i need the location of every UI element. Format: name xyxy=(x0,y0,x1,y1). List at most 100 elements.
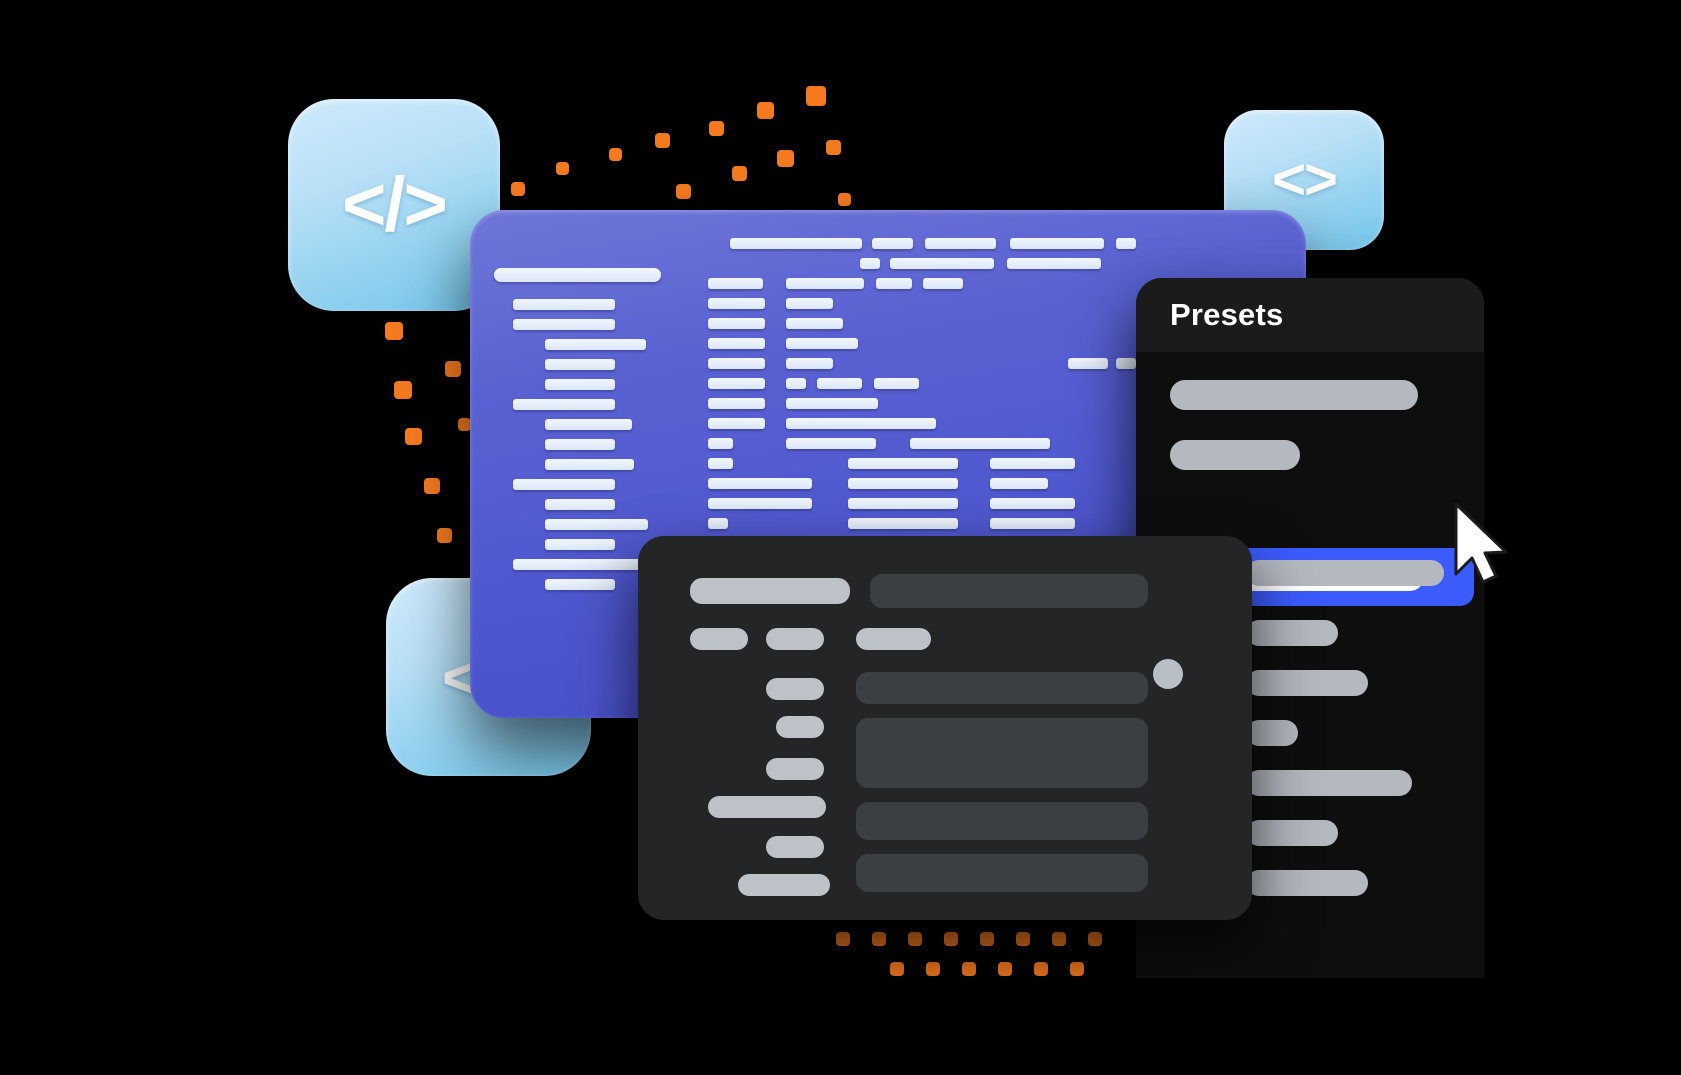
code-line xyxy=(817,378,862,389)
code-line xyxy=(708,398,765,409)
code-line xyxy=(708,378,765,389)
settings-input-field[interactable] xyxy=(856,718,1148,788)
orange-dot xyxy=(777,150,794,167)
orange-dot xyxy=(944,932,958,946)
settings-label xyxy=(708,796,826,818)
toggle-knob[interactable] xyxy=(1153,659,1183,689)
code-line xyxy=(708,278,763,289)
code-line xyxy=(786,418,936,429)
orange-dot xyxy=(655,133,670,148)
code-line xyxy=(848,478,958,489)
code-line xyxy=(513,399,615,410)
orange-dot xyxy=(980,932,994,946)
preset-item[interactable] xyxy=(1246,560,1444,586)
code-tag-tile-top-left: </> xyxy=(288,99,500,311)
mouse-pointer-icon xyxy=(1454,502,1508,584)
orange-dot xyxy=(709,121,724,136)
code-line xyxy=(910,438,1050,449)
code-line xyxy=(786,378,806,389)
code-line xyxy=(1068,358,1108,369)
settings-label xyxy=(766,758,824,780)
code-line xyxy=(848,458,958,469)
orange-dot xyxy=(732,166,747,181)
settings-label xyxy=(766,678,824,700)
preset-item[interactable] xyxy=(1170,440,1300,470)
code-line xyxy=(708,358,765,369)
code-line xyxy=(545,359,615,370)
code-line xyxy=(786,398,878,409)
code-line xyxy=(1116,238,1136,249)
preset-item[interactable] xyxy=(1246,620,1338,646)
orange-dot xyxy=(890,962,904,976)
orange-dot xyxy=(826,140,841,155)
settings-label xyxy=(776,716,824,738)
code-line xyxy=(786,278,864,289)
orange-dot xyxy=(1088,932,1102,946)
settings-label xyxy=(738,874,830,896)
preset-item[interactable] xyxy=(1170,380,1418,410)
code-line xyxy=(708,478,812,489)
settings-input-field[interactable] xyxy=(856,802,1148,840)
settings-input-field[interactable] xyxy=(856,672,1148,704)
orange-dot xyxy=(1034,962,1048,976)
code-line xyxy=(545,339,646,350)
preset-item[interactable] xyxy=(1246,720,1298,746)
orange-dot xyxy=(445,361,461,377)
code-line xyxy=(872,238,913,249)
preset-item[interactable] xyxy=(1246,670,1368,696)
orange-dot xyxy=(385,322,403,340)
code-line xyxy=(786,298,833,309)
code-line xyxy=(513,319,615,330)
settings-label xyxy=(766,628,824,650)
code-line xyxy=(990,478,1048,489)
code-line xyxy=(990,518,1075,529)
code-line xyxy=(876,278,912,289)
code-line xyxy=(545,539,615,550)
code-line xyxy=(513,479,615,490)
code-line xyxy=(990,458,1075,469)
orange-dot xyxy=(872,932,886,946)
code-line xyxy=(708,438,733,449)
code-line xyxy=(708,518,728,529)
code-tag-glyph: </> xyxy=(342,162,448,247)
code-line xyxy=(786,358,833,369)
code-line xyxy=(513,299,615,310)
code-line xyxy=(545,459,634,470)
code-line xyxy=(545,379,615,390)
code-line xyxy=(545,499,615,510)
code-line xyxy=(786,318,843,329)
orange-dot xyxy=(998,962,1012,976)
code-line xyxy=(786,438,876,449)
preset-item[interactable] xyxy=(1246,820,1338,846)
code-line xyxy=(890,258,994,269)
code-line xyxy=(786,338,858,349)
code-line xyxy=(494,268,661,282)
code-line xyxy=(730,238,862,249)
orange-dot xyxy=(556,162,569,175)
presets-title: Presets xyxy=(1170,297,1284,332)
settings-input-field[interactable] xyxy=(856,854,1148,892)
orange-dot xyxy=(458,418,471,431)
code-line xyxy=(874,378,919,389)
orange-dot xyxy=(806,86,826,106)
code-line xyxy=(860,258,880,269)
preset-item[interactable] xyxy=(1246,870,1368,896)
settings-input-field[interactable] xyxy=(870,574,1148,608)
code-line xyxy=(708,418,765,429)
settings-label xyxy=(690,578,850,604)
orange-dot xyxy=(424,478,440,494)
settings-panel[interactable] xyxy=(638,536,1252,920)
orange-dot xyxy=(908,932,922,946)
code-line xyxy=(925,238,996,249)
code-line xyxy=(545,579,615,590)
orange-dot xyxy=(838,193,851,206)
orange-dot xyxy=(437,528,452,543)
settings-label xyxy=(856,628,931,650)
code-line xyxy=(708,498,812,509)
code-line xyxy=(708,298,765,309)
preset-item[interactable] xyxy=(1246,770,1412,796)
code-line xyxy=(545,519,648,530)
code-tag-glyph: <> xyxy=(1272,147,1338,212)
settings-label xyxy=(766,836,824,858)
